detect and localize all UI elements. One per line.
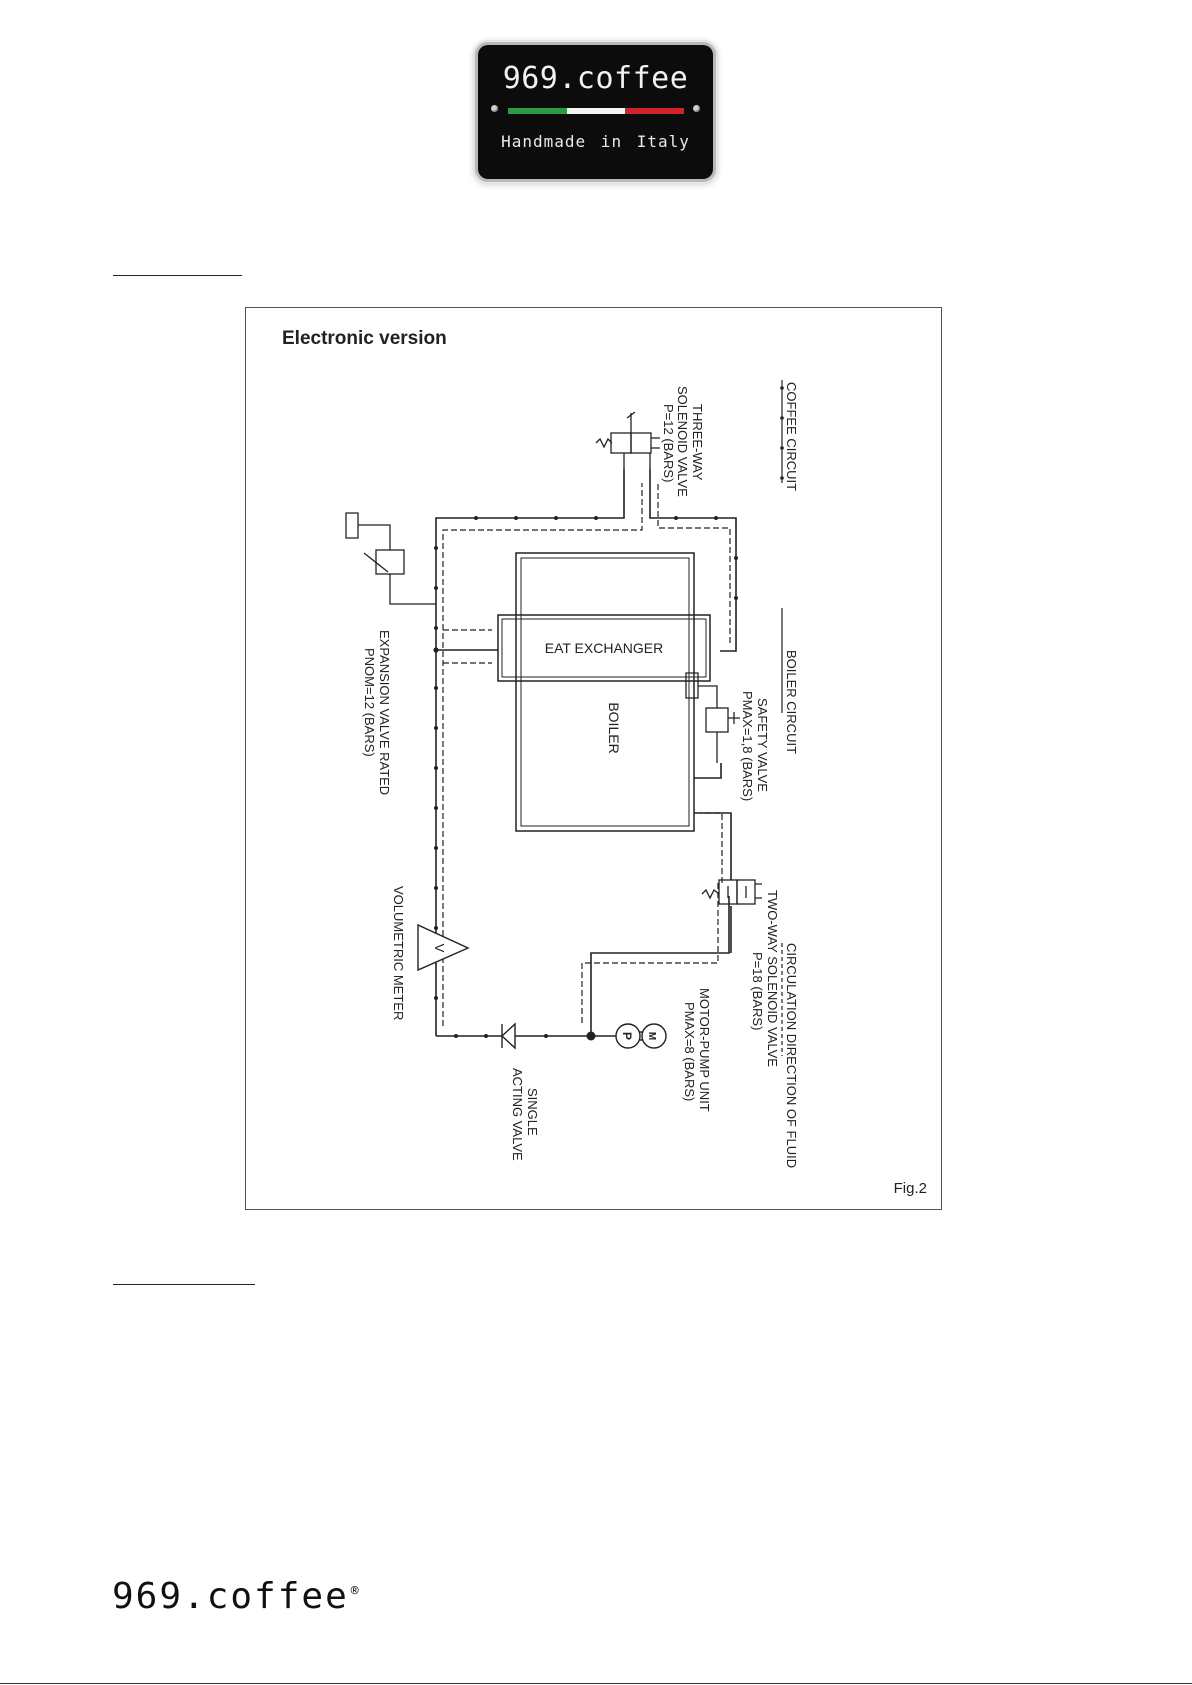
coffee-circuit-label: COFFEE CIRCUIT	[784, 382, 799, 491]
figure-number: Fig.2	[893, 1180, 927, 1197]
pipe-dot-markers	[433, 516, 738, 1041]
two-way-solenoid-valve-icon	[701, 879, 762, 905]
boiler-inner	[520, 557, 690, 827]
figure-title: Electronic version	[282, 328, 447, 349]
heat-exchanger-outer	[497, 614, 711, 682]
boiler-label: BOILER	[606, 702, 622, 753]
expansion-valve-label-line2: PNOM=12 (BARS)	[362, 648, 377, 757]
boiler-circuit-pipes	[694, 763, 732, 953]
meter-v-label: V	[432, 944, 447, 953]
screw-left-icon	[491, 105, 498, 112]
safety-valve-icon	[685, 672, 740, 763]
single-acting-valve-label-line2: ACTING VALVE	[510, 1068, 525, 1161]
three-way-solenoid-valve-icon	[595, 411, 660, 469]
single-acting-valve-icon	[500, 1022, 516, 1050]
volumetric-meter-icon	[417, 923, 470, 972]
footer-logo: 969.coffee®	[112, 1576, 359, 1617]
boiler-circuit-label: BOILER CIRCUIT	[784, 650, 799, 754]
expansion-valve-icon	[345, 512, 436, 605]
motor-pump-label-line2: PMAX=8 (BARS)	[682, 1002, 697, 1101]
hydraulic-diagram: V P M COFFEE CIRCUIT BOILER CIRCUIT	[345, 380, 799, 1168]
registered-mark: ®	[350, 1584, 359, 1599]
three-way-label-line3: P=12 (BARS)	[661, 404, 676, 482]
logo-subtitle: Handmade in Italy	[501, 132, 690, 151]
pump-m-label: M	[646, 1032, 657, 1040]
expansion-valve-label-line1: EXPANSION VALVE RATED	[377, 630, 392, 795]
two-way-valve-label-line2: P=18 (BARS)	[750, 952, 765, 1030]
circulation-direction-label: CIRCULATION DIRECTION OF FLUID	[784, 943, 799, 1168]
pump-p-label: P	[620, 1032, 634, 1040]
footer-logo-text: 969.coffee	[112, 1576, 349, 1617]
two-way-valve-label-line1: TWO-WAY SOLENOID VALVE	[765, 890, 780, 1067]
dashed-flow-lines	[442, 483, 731, 1026]
three-way-label-line2: SOLENOID VALVE	[675, 386, 690, 497]
safety-valve-label-line2: PMAX=1,8 (BARS)	[740, 691, 755, 801]
page-bottom-line	[0, 1683, 1192, 1684]
volumetric-meter-label: VOLUMETRIC METER	[391, 886, 406, 1020]
logo-title: 969.coffee	[502, 61, 689, 96]
coffee-circuit-pipes	[435, 469, 737, 1037]
italian-flag-stripe	[508, 108, 685, 114]
motor-pump-label-line1: MOTOR-PUMP UNIT	[697, 988, 712, 1112]
brand-logo-badge: 969.coffee Handmade in Italy	[478, 45, 713, 179]
motor-pump-icon	[591, 1023, 667, 1049]
heat-exchanger-label: EAT EXCHANGER	[545, 640, 664, 656]
boiler-outer	[515, 552, 695, 832]
screw-right-icon	[693, 105, 700, 112]
safety-valve-label-line1: SAFETY VALVE	[755, 698, 770, 792]
single-acting-valve-label-line1: SINGLE	[525, 1088, 540, 1136]
section-divider-top	[113, 275, 242, 276]
heat-exchanger-inner	[501, 618, 707, 678]
hydraulic-diagram-figure: Electronic version	[245, 307, 942, 1210]
legend-dot-markers	[780, 386, 784, 480]
three-way-label-line1: THREE-WAY	[690, 404, 705, 481]
section-divider-bottom	[113, 1284, 255, 1285]
